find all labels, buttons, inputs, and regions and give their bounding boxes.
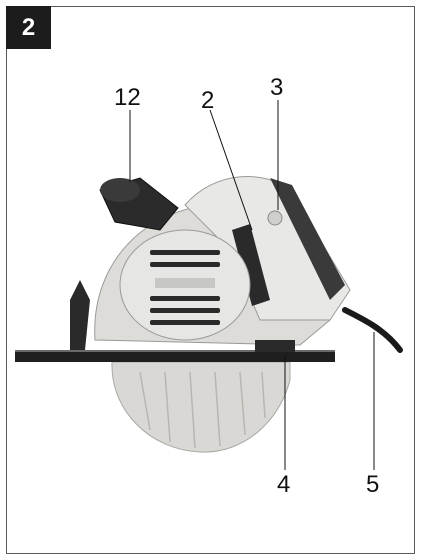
on-off-switch xyxy=(232,224,270,306)
figure-frame xyxy=(6,6,415,554)
base-edge xyxy=(15,350,335,352)
depth-lock-lever xyxy=(255,340,295,352)
lower-blade-guard xyxy=(111,361,291,453)
guard-ribs xyxy=(139,371,266,449)
callout-4: 4 xyxy=(277,471,291,498)
figure-number-badge: 2 xyxy=(6,6,51,49)
auxiliary-handle-top xyxy=(100,178,140,202)
handle-grip xyxy=(270,178,345,300)
base-plate xyxy=(15,352,335,362)
callout-3: 3 xyxy=(270,74,284,101)
switch-lock-button xyxy=(267,210,283,226)
callout-2: 2 xyxy=(201,87,215,114)
leader-lines xyxy=(129,100,375,470)
brand-plate xyxy=(155,278,215,288)
vent-slots xyxy=(150,250,220,325)
bevel-adjust xyxy=(70,280,90,350)
callout-12: 12 xyxy=(114,84,141,111)
callout-5: 5 xyxy=(366,471,380,498)
main-handle xyxy=(184,176,351,321)
power-cord xyxy=(342,307,403,353)
